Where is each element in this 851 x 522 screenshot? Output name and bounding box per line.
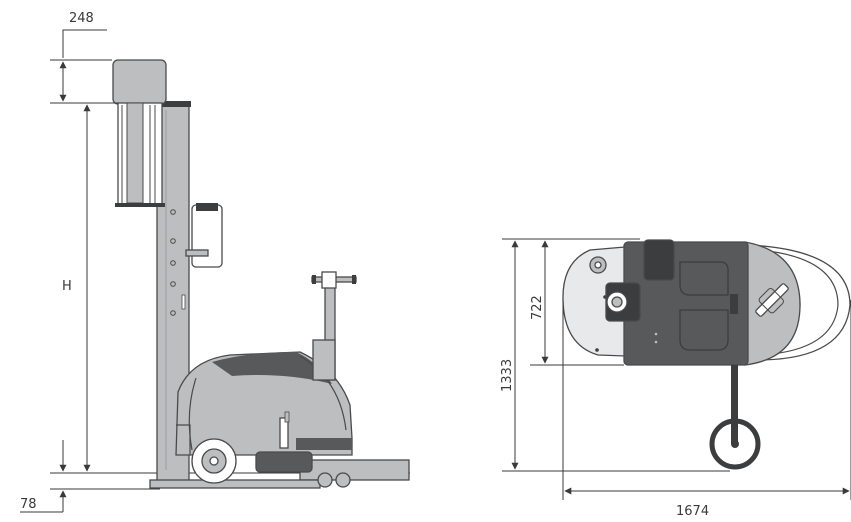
mast-hole (170, 260, 176, 266)
chassis-band (296, 438, 352, 450)
mast-cap (157, 101, 191, 107)
head-unit (112, 59, 167, 105)
dim-78-label: 78 (20, 497, 37, 512)
head-column (126, 102, 144, 204)
rear-roller (255, 451, 313, 473)
platform (299, 459, 410, 481)
dim-248-leader (62, 29, 107, 58)
head-base-plate (115, 203, 165, 207)
handle-grip (321, 271, 337, 289)
mast-slot (181, 294, 186, 310)
steering-housing (312, 339, 336, 381)
mast-hole (170, 209, 176, 215)
steer-wheel (709, 418, 761, 470)
bottle-bracket (185, 249, 209, 257)
base-plate (149, 479, 321, 489)
dim-722-label: 722 (530, 295, 545, 320)
side-view: 248 H 78 (20, 11, 410, 513)
small-wheel (335, 472, 351, 488)
dim-248-label: 248 (69, 11, 94, 26)
drawbar (731, 365, 738, 423)
small-wheel (317, 472, 333, 488)
machine-hood (212, 352, 332, 384)
dim-h-label: H (62, 279, 72, 294)
top-view: 722 1333 1674 (500, 238, 851, 519)
dim-1333-label: 1333 (500, 359, 515, 392)
body-top (623, 241, 749, 366)
mast-hole (170, 310, 176, 316)
top-handle (643, 239, 675, 281)
bottle-cap (196, 203, 218, 211)
dim-1674-label: 1674 (676, 504, 709, 519)
side-bottle (191, 204, 223, 268)
lever (279, 417, 289, 449)
mast-hole (170, 281, 176, 287)
mast-hole (170, 238, 176, 244)
